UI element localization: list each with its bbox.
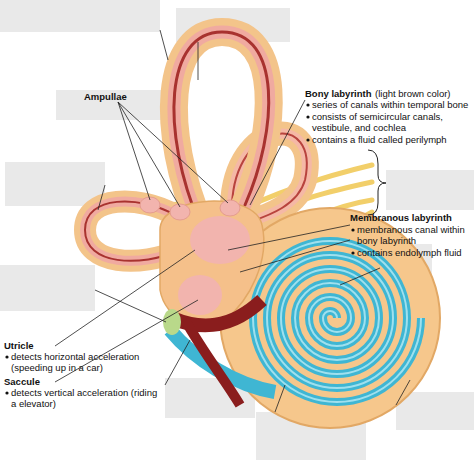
blank-label-box bbox=[0, 0, 160, 32]
part-name: Utricle bbox=[4, 340, 84, 351]
part-name: Saccule bbox=[4, 376, 84, 387]
bullet-note: consists of semicircular canals, vestibu… bbox=[312, 111, 467, 133]
bracket bbox=[368, 150, 386, 215]
leader-line bbox=[160, 30, 168, 60]
bullet bbox=[5, 355, 8, 358]
leader-line bbox=[275, 385, 285, 412]
part-name: Membranous labyrinth bbox=[350, 212, 474, 223]
cochlear-duct bbox=[253, 241, 421, 402]
leader-line bbox=[228, 225, 350, 250]
note: (light brown color) bbox=[375, 88, 474, 99]
leader-line bbox=[250, 100, 305, 205]
leader-line bbox=[118, 102, 228, 203]
blank-label-box bbox=[0, 265, 95, 311]
cochlear-duct-highlight bbox=[253, 241, 421, 402]
bullet bbox=[5, 391, 8, 394]
part-name: Ampullae bbox=[84, 91, 154, 102]
bullet bbox=[306, 103, 309, 106]
ampulla bbox=[220, 200, 240, 216]
leader-line bbox=[198, 42, 199, 80]
bullet-note: series of canals within temporal bone bbox=[312, 99, 472, 110]
part-name: Bony labyrinth bbox=[305, 88, 385, 99]
leader-line bbox=[165, 340, 190, 385]
bullet bbox=[351, 228, 354, 231]
leader-line bbox=[98, 185, 105, 210]
bullet bbox=[306, 115, 309, 118]
bullet bbox=[306, 138, 309, 141]
blank-label-box bbox=[386, 170, 474, 210]
leader-line bbox=[95, 290, 166, 322]
scala-channel bbox=[185, 320, 240, 405]
leader-line bbox=[396, 380, 410, 405]
bullet-note: contains a fluid called perilymph bbox=[312, 134, 472, 145]
blank-label-box bbox=[396, 392, 474, 430]
bullet-note: detects horizontal acceleration (speedin… bbox=[11, 351, 161, 373]
leader-line bbox=[118, 102, 180, 207]
leader-line bbox=[240, 240, 350, 272]
leader-line bbox=[55, 250, 195, 346]
bullet-note: membranous canal within bony labyrinth bbox=[357, 224, 474, 246]
blank-label-box bbox=[5, 162, 105, 206]
bullet-note: contains endolymph fluid bbox=[357, 247, 474, 258]
bullet bbox=[351, 251, 354, 254]
blank-label-box bbox=[56, 90, 166, 120]
utricle-sac bbox=[190, 216, 250, 264]
bullet-note: detects vertical acceleration (riding a … bbox=[11, 387, 161, 409]
leader-line bbox=[340, 268, 380, 285]
saccule-sac bbox=[178, 275, 222, 315]
